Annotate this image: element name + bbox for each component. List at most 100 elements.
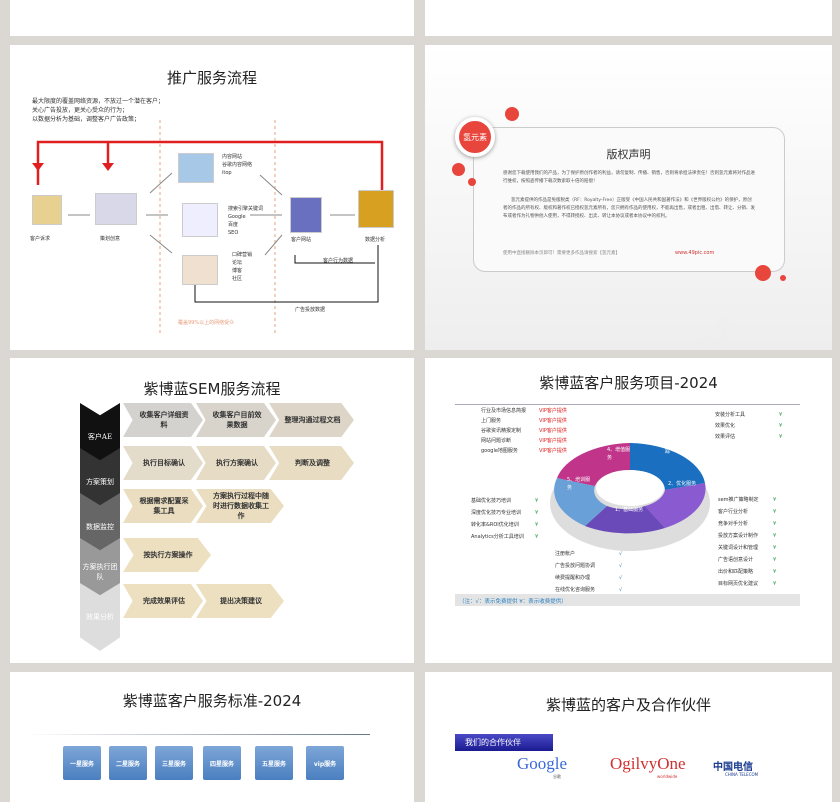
decor-dot: [452, 163, 465, 176]
planning-illustration: [95, 193, 137, 225]
divider: [25, 734, 370, 735]
node-client: 客户诉求: [30, 236, 51, 242]
level-box: 四星服务: [203, 746, 241, 780]
step: 整理沟通过程文档: [269, 403, 354, 437]
slide-title: 紫博蓝客户服务项目-2024: [539, 374, 718, 392]
logo-google: Google: [517, 754, 568, 773]
slide-sem-flow[interactable]: 紫博蓝SEM服务流程 客户AE 方案策划 数据监控 方案执行团队 效果分析 收集…: [10, 358, 414, 663]
list-item: 在线优化咨询服务√: [555, 587, 623, 593]
list-item: sem推广策略制定¥: [718, 497, 777, 503]
ring-segment: [645, 483, 706, 528]
legend-note: （注：√：表示免费提供 ¥：表示收费提供）: [455, 594, 800, 606]
copyright-footer: 使用中直接删除本页即可！需要更多作品请搜索【氢元素】: [503, 251, 620, 256]
logo-sub: worldwide: [657, 774, 678, 779]
ring-label: 1、基础服务: [615, 507, 644, 513]
slide-promo-flow[interactable]: 推广服务流程 最大限度的覆盖网络资源，不放过一个潜在客户； 关心广告投放，更关心…: [10, 45, 414, 350]
level-box: vip服务: [306, 746, 344, 780]
logo-china-telecom: 中国电信: [713, 762, 753, 773]
service-ring: [550, 443, 710, 551]
slide-partners[interactable]: 紫博蓝的客户及合作伙伴 我们的合作伙伴 Google OgilvyOne 中国电…: [425, 672, 832, 802]
ring-label: 3、效果跟踪: [665, 441, 689, 455]
list-item: 出价和匹配策略¥: [718, 569, 777, 575]
ring-segment: [630, 443, 705, 490]
google-baidu-logo: [182, 203, 218, 237]
level-box: 五星服务: [255, 746, 293, 780]
intro-line: 关心广告投放，更关心受众的行为；: [32, 107, 129, 114]
copyright-url[interactable]: www.49pic.com: [675, 250, 715, 256]
client-illustration: [32, 195, 62, 225]
decor-dot: [468, 178, 476, 186]
slide-title: 紫博蓝的客户及合作伙伴: [545, 696, 711, 714]
logo-sub: 谷歌: [553, 774, 561, 779]
copyright-paragraph: 氢元素提供的作品是免版税类（RF：Royalty-Free）正版受《中国人民共和…: [503, 198, 755, 219]
node-planning: 策划创意: [100, 236, 121, 242]
level-box: 三星服务: [155, 746, 193, 780]
slide-title: 紫博蓝客户服务标准-2024: [122, 692, 302, 710]
slide-partial-top-right[interactable]: [425, 0, 832, 36]
logo-sub: CHINA TELECOM: [725, 772, 759, 777]
partners-tag: 我们的合作伙伴: [455, 734, 553, 751]
ring-segment: [557, 443, 630, 486]
tracking-list: 安装分析工具¥ 效果优化¥ 效果评估¥: [715, 410, 782, 443]
intro-line: 最大限度的覆盖网络资源，不放过一个潜在客户；: [32, 98, 165, 105]
list-item: 转化率&ROI优化培训¥: [471, 522, 539, 528]
list-item: 效果评估¥: [715, 434, 783, 440]
ring-label: 5、培训服务: [567, 477, 591, 491]
watermark: 氢元素: [681, 310, 741, 350]
list-item: 投放方案设计制作¥: [718, 533, 777, 539]
step: 方案执行过程中随时进行数据收集工作: [196, 489, 284, 523]
decor-dot: [755, 265, 771, 281]
list-item: 广告语创意设计¥: [718, 557, 777, 563]
slide-title: 推广服务流程: [166, 69, 257, 87]
step: 提出决策建议: [196, 584, 284, 618]
divider: [455, 404, 800, 405]
label-ad-data: 广告投放数据: [295, 307, 326, 313]
slide-copyright[interactable]: 氢元素 版权声明 感谢您下载使用我们的产品，为了保护原创作者的利益，请勿复制、传…: [425, 45, 832, 350]
slide-service-items[interactable]: 紫博蓝客户服务项目-2024 1、基础服务 2、优化服务 3、效果跟踪 4、增值…: [425, 358, 832, 663]
list-item: 广告投放问题协调√: [555, 563, 623, 569]
level-box: 二星服务: [109, 746, 147, 780]
intro-line: 以数据分析为基础，调整客户广告政策；: [32, 116, 141, 123]
logo-ogilvyone: OgilvyOne: [610, 754, 686, 773]
wom-illustration: [182, 255, 218, 285]
step: 根据需求配置采集工具: [123, 489, 203, 523]
client-site-image: [290, 197, 322, 233]
level-box: 一星服务: [63, 746, 101, 780]
step: 收集客户目前效果数据: [196, 403, 276, 437]
ring-segment: [585, 506, 665, 534]
flow-connectors: [32, 120, 384, 335]
decor-dot: [780, 275, 786, 281]
training-list: 基础优化技巧培训¥深度优化技巧专业培训¥转化率&ROI优化培训¥Analytic…: [471, 495, 538, 543]
list-item: 深度优化技巧专业培训¥: [471, 510, 539, 516]
list-item: 注册帐户√: [555, 551, 623, 557]
slide-service-standard[interactable]: 紫博蓝客户服务标准-2024 一星服务 二星服务 三星服务 四星服务 五星服务 …: [10, 672, 414, 802]
slide-partial-top-left[interactable]: [10, 0, 414, 36]
step: 按执行方案操作: [123, 538, 211, 572]
ring-label: 2、优化服务: [668, 481, 697, 487]
copyright-paragraph: 感谢您下载使用我们的产品，为了保护原创作者的利益，请勿复制、传播、销售，否则将承…: [503, 171, 755, 184]
list-item: 安装分析工具¥: [715, 412, 783, 418]
list-item: 基础优化技巧培训¥: [471, 498, 539, 504]
brand-badge: 氢元素: [455, 117, 495, 157]
node-wom: 口碑营销论坛博客社区: [232, 252, 253, 282]
list-item: 客户行业分析¥: [718, 509, 777, 515]
node-site: 客户网站: [291, 237, 312, 243]
list-item: 竞争对手分析¥: [718, 521, 777, 527]
step: 执行目标确认: [123, 446, 203, 480]
intro-text: 最大限度的覆盖网络资源，不放过一个潜在客户； 关心广告投放，更关心受众的行为； …: [32, 97, 164, 124]
decor-dot: [505, 107, 519, 121]
list-item: 目标网页优化建议¥: [718, 581, 777, 587]
data-analysis-image: [358, 190, 394, 228]
list-item: 续费提醒和办理√: [555, 575, 623, 581]
label-coverage: 覆盖99%以上的网络受众: [178, 320, 235, 326]
list-item: 效果优化¥: [715, 423, 783, 429]
node-analysis: 数据分析: [365, 237, 386, 243]
